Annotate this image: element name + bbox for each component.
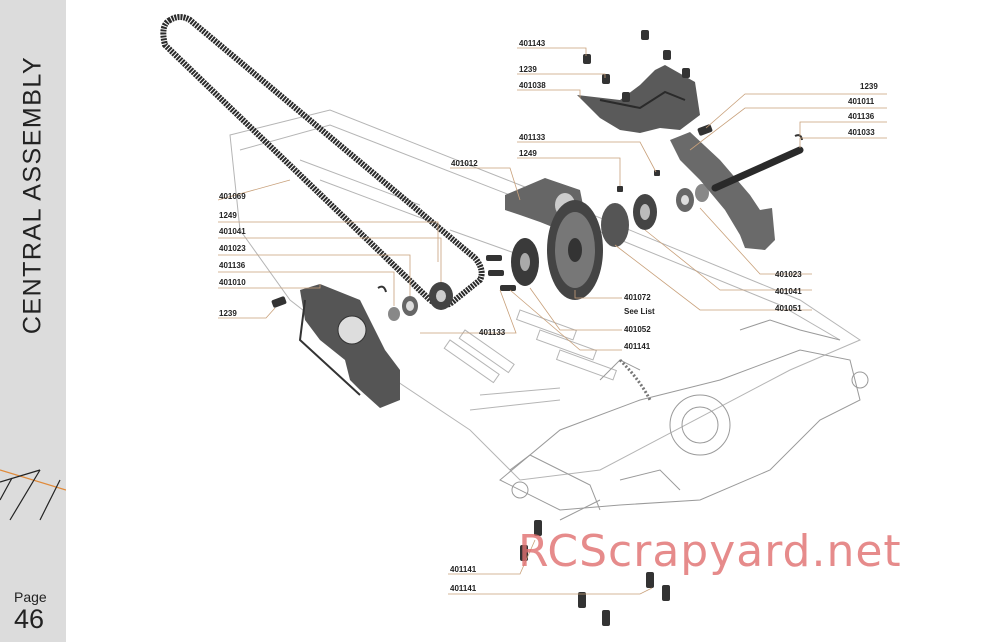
callout-401041-left: 401041	[219, 227, 246, 236]
callout-see-list: See List	[624, 307, 655, 316]
callout-401052: 401052	[624, 325, 651, 334]
e-clip-right	[794, 134, 803, 141]
sidebar-decoration	[0, 469, 66, 521]
callout-401023-left: 401023	[219, 244, 246, 253]
slipper-plate	[511, 238, 539, 286]
callout-401141-mid: 401141	[624, 342, 651, 351]
motor-pulley	[429, 282, 453, 310]
callout-401133-bottom: 401133	[479, 328, 506, 337]
callout-1249-top: 1249	[519, 149, 537, 158]
leader-lines	[217, 47, 887, 595]
gear-screws	[486, 170, 660, 291]
motor-mount	[298, 284, 400, 408]
spacer-left	[388, 307, 400, 321]
e-clip-left	[377, 285, 387, 293]
sidebar: CENTRAL ASSEMBLY Page 46	[0, 0, 66, 642]
callout-401136-left: 401136	[219, 261, 246, 270]
counter-shaft-bracket	[670, 132, 775, 250]
callout-401143: 401143	[519, 39, 546, 48]
drive-belt	[160, 14, 485, 308]
callout-401010: 401010	[219, 278, 246, 287]
rear-suspension-assembly	[499, 319, 869, 521]
page-label: Page	[14, 589, 47, 605]
screw-right	[697, 124, 713, 136]
screw-left	[271, 296, 287, 308]
callout-401023-right: 401023	[775, 270, 802, 279]
spur-gear	[547, 200, 603, 300]
callout-401141-bottom-1: 401141	[450, 565, 477, 574]
callout-401069: 401069	[219, 192, 246, 201]
callout-401136-right: 401136	[848, 112, 875, 121]
chassis-plate	[229, 109, 862, 481]
callout-401033: 401033	[848, 128, 875, 137]
callout-1239-right: 1239	[860, 82, 878, 91]
brace-screws	[583, 30, 690, 102]
callout-401012: 401012	[451, 159, 478, 168]
callout-1249-left: 1249	[219, 211, 237, 220]
callout-401038: 401038	[519, 81, 546, 90]
watermark: RCScrapyard.net	[518, 526, 902, 577]
callout-401011: 401011	[848, 97, 875, 106]
top-brace	[577, 65, 700, 133]
page-number: 46	[14, 604, 45, 634]
callout-401141-bottom-2: 401141	[450, 584, 477, 593]
counter-shaft	[711, 146, 804, 192]
hub-pieces	[601, 184, 709, 247]
callout-1239-top: 1239	[519, 65, 537, 74]
callout-1239-left: 1239	[219, 309, 237, 318]
callout-401041-right: 401041	[775, 287, 802, 296]
callout-401072: 401072	[624, 293, 651, 302]
bearing-left	[402, 296, 418, 316]
bottom-screws	[520, 520, 670, 626]
callout-401051: 401051	[775, 304, 802, 313]
callout-401133-top: 401133	[519, 133, 546, 142]
